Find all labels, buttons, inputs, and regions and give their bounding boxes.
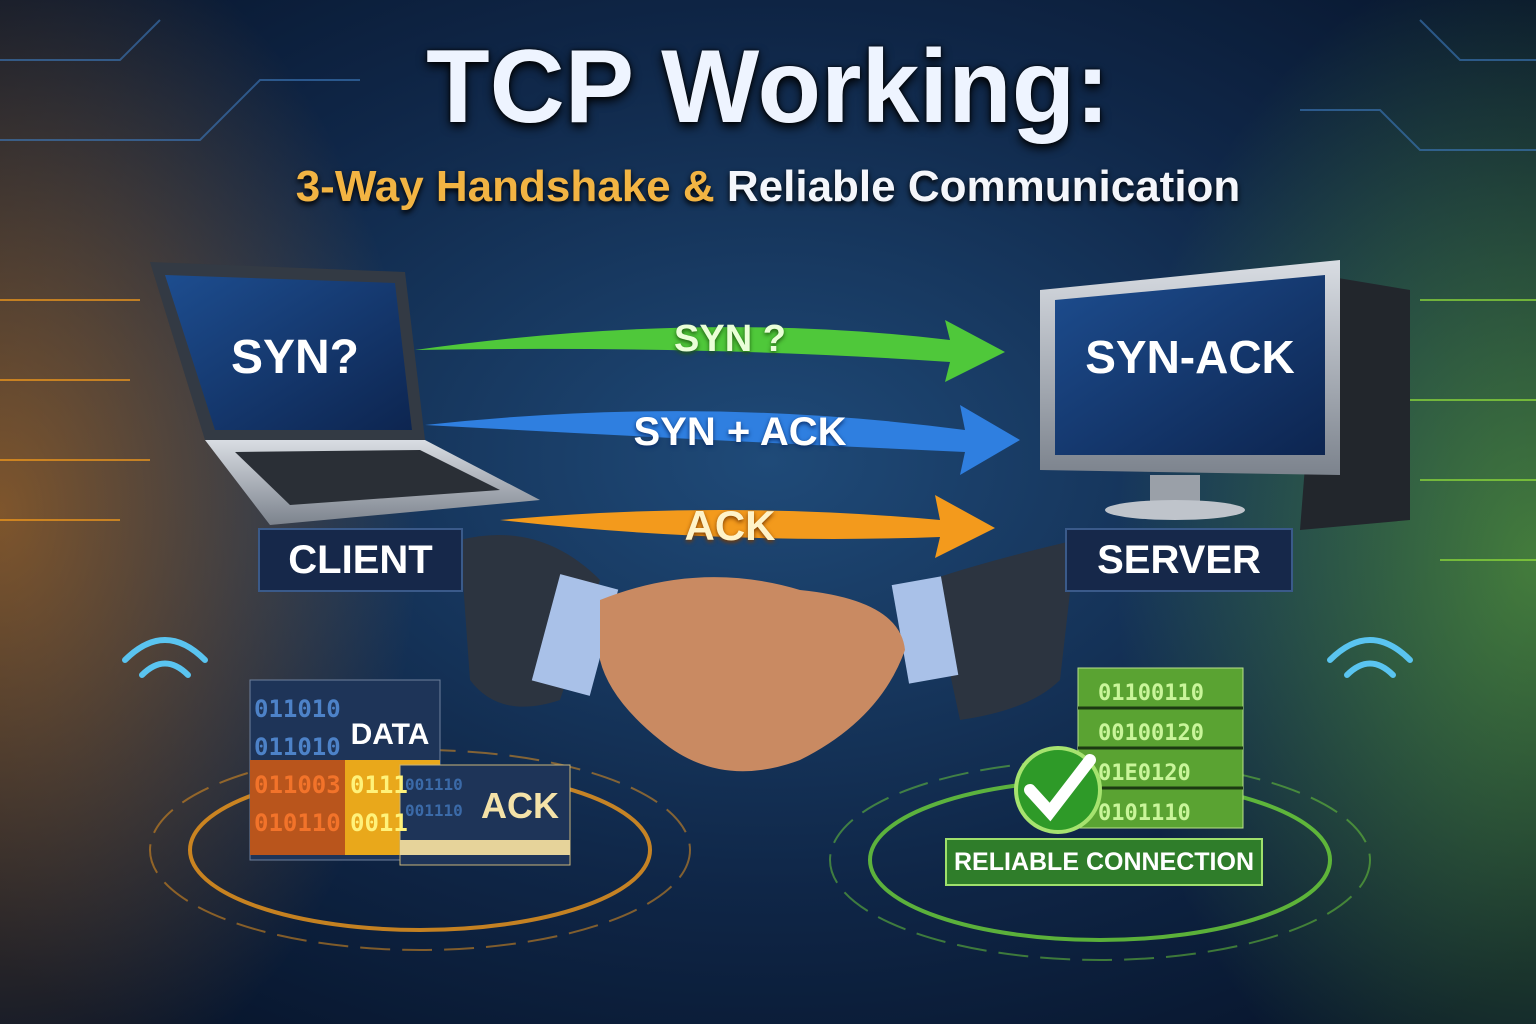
binary-row: 011003 (254, 771, 341, 799)
handshake-icon (460, 535, 1076, 772)
arrow-syn-ack (425, 405, 1020, 475)
data-label: DATA (350, 718, 430, 751)
ack-binary-rows: 001110 001110 (405, 772, 463, 824)
binary-row: 001110 (405, 801, 463, 820)
binary-row: 0111 (350, 771, 408, 799)
arrow-ack (500, 495, 995, 558)
binary-row: 011010 (254, 695, 341, 723)
page-title: TCP Working: (426, 29, 1110, 145)
subtitle: 3-Way Handshake & Reliable Communication (0, 162, 1536, 212)
server-label: SERVER (1065, 528, 1293, 592)
desktop-computer-icon (1040, 260, 1410, 530)
binary-row: 00100120 (1098, 721, 1204, 746)
data-binary-side: 0111 0011 (350, 766, 408, 842)
data-binary-rows: 011010 011010 011003 010110 (254, 690, 341, 842)
binary-row: 0101110 (1098, 801, 1191, 826)
binary-row: 01100110 (1098, 681, 1204, 706)
binary-row: 010110 (254, 809, 341, 837)
data-stack-icon (249, 679, 571, 866)
arrow-label-syn: SYN ? (674, 318, 786, 360)
server-binary-rows: 01100110 00100120 01E0120 0101110 (1098, 674, 1204, 834)
ack-box-label: ACK (481, 785, 559, 826)
checkmark-icon (1014, 746, 1102, 834)
binary-row: 01E0120 (1098, 761, 1191, 786)
binary-row: 0011 (350, 809, 408, 837)
client-screen-text: SYN? (230, 331, 359, 384)
laptop-icon (150, 262, 540, 525)
arrow-label-syn-ack: SYN + ACK (633, 410, 847, 454)
server-screen-text: SYN-ACK (1085, 331, 1295, 383)
server-stack-icon (1077, 667, 1244, 829)
client-label: CLIENT (258, 528, 463, 592)
subtitle-part2: Reliable Communication (714, 162, 1241, 211)
arrow-label-ack: ACK (684, 502, 776, 549)
arrow-syn (415, 320, 1005, 382)
subtitle-part1: 3-Way Handshake & (295, 162, 715, 211)
wifi-icon (122, 637, 1413, 678)
binary-row: 001110 (405, 775, 463, 794)
binary-row: 011010 (254, 733, 341, 761)
reliable-connection-badge: RELIABLE CONNECTION (945, 838, 1263, 886)
